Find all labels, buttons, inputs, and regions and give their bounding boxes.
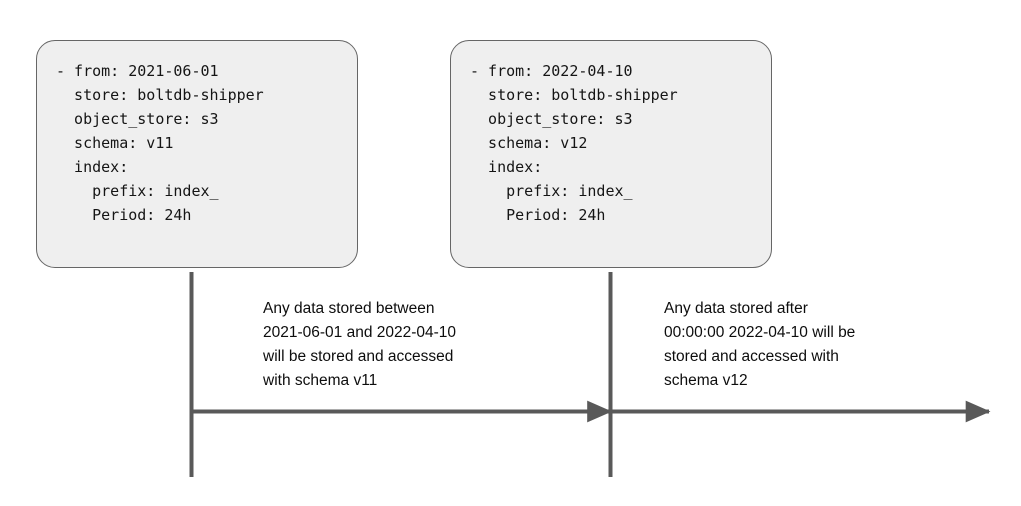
annotation-period-v11: Any data stored between 2021-06-01 and 2… (263, 300, 457, 389)
schema-config-box-v12: - from: 2022-04-10 store: boltdb-shipper… (450, 40, 772, 268)
schema-config-box-v11: - from: 2021-06-01 store: boltdb-shipper… (36, 40, 358, 268)
schema-config-text-v11: - from: 2021-06-01 store: boltdb-shipper… (56, 62, 264, 224)
annotation-period-v12: Any data stored after 00:00:00 2022-04-1… (664, 300, 856, 389)
schema-config-text-v12: - from: 2022-04-10 store: boltdb-shipper… (470, 62, 678, 224)
